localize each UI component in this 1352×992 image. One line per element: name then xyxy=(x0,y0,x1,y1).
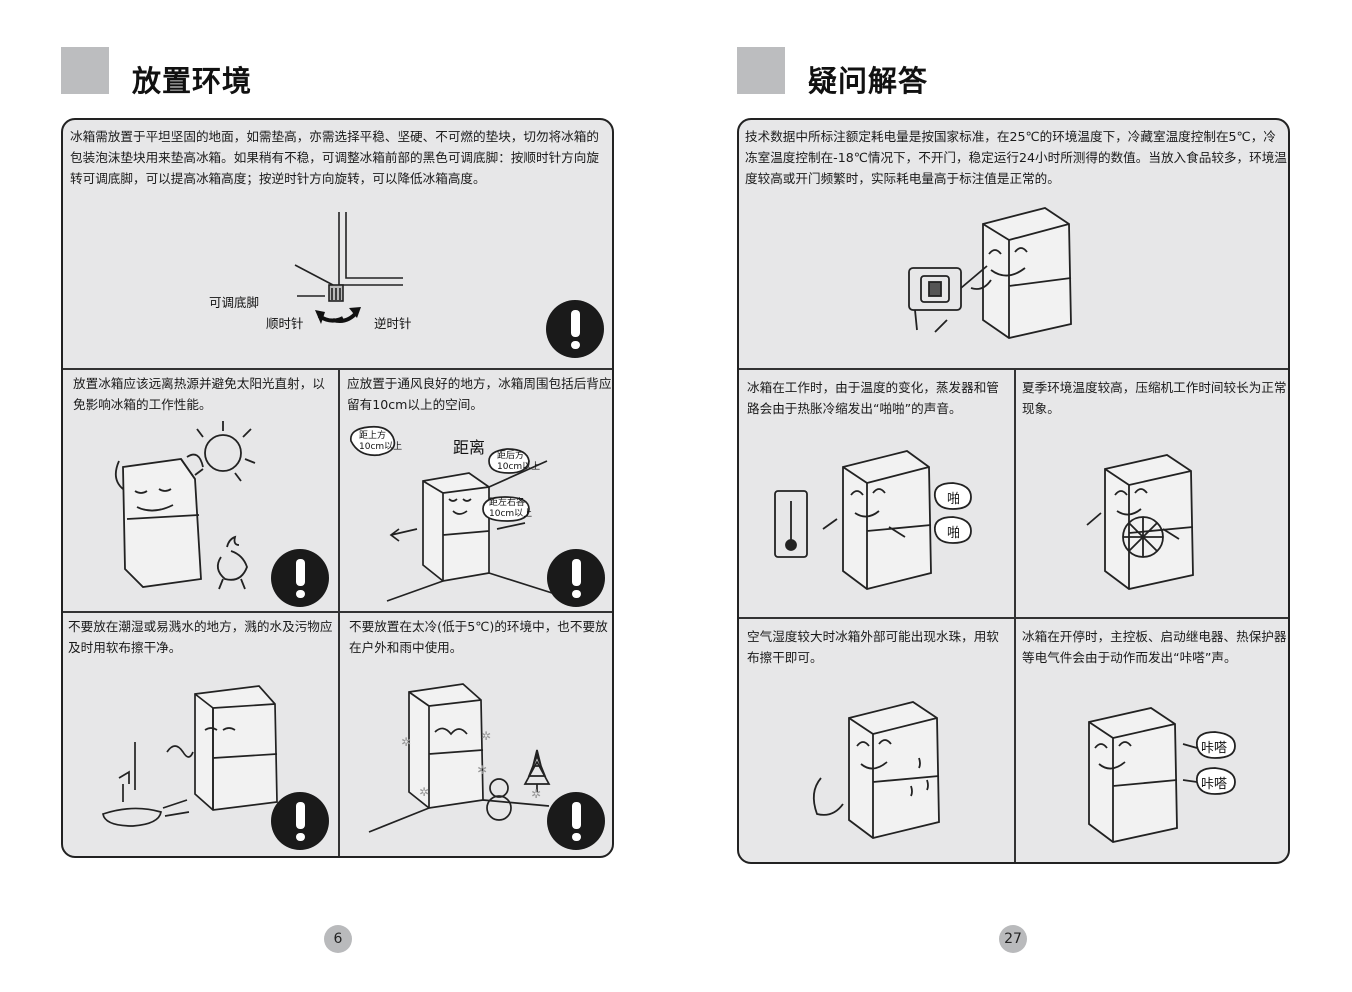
section-text: 技术数据中所标注额定耗电量是按国家标准，在25℃的环境温度下，冷藏室温度控制在5… xyxy=(745,129,1287,186)
divider xyxy=(739,368,1288,370)
section-text: 应放置于通风良好的地方，冰箱周围包括后背应留有10cm以上的空间。 xyxy=(347,376,612,412)
section-base: 冰箱需放置于平坦坚固的地面，如需垫高，亦需选择平稳、坚硬、不可燃的垫块，切勿将冰… xyxy=(63,120,612,368)
moisture-illustration xyxy=(102,685,278,827)
top-distance-label: 距上方 xyxy=(359,431,387,441)
page-number: 6 xyxy=(324,925,352,953)
section-summer: 夏季环境温度较高，压缩机工作时间较长为正常现象。 xyxy=(1015,369,1288,617)
divider xyxy=(739,617,1288,619)
divider xyxy=(63,368,612,370)
left-panel: 冰箱需放置于平坦坚固的地面，如需垫高，亦需选择平稳、坚硬、不可燃的垫块，切勿将冰… xyxy=(61,118,614,858)
title-marker xyxy=(61,47,109,94)
adjustable-foot-illustration xyxy=(294,212,403,324)
divider xyxy=(1014,368,1016,862)
section-text: 冰箱在开停时，主控板、启动继电器、热保护器等电气件会由于动作而发出“咔嗒”声。 xyxy=(1022,629,1287,665)
crackle-illustration xyxy=(774,450,972,590)
section-click: 冰箱在开停时，主控板、启动继电器、热保护器等电气件会由于动作而发出“咔嗒”声。 … xyxy=(1015,618,1288,862)
side-distance-label: 距左右各 xyxy=(489,498,526,508)
sound-label: 啪 xyxy=(947,492,961,507)
warning-icon xyxy=(271,549,329,607)
power-illustration xyxy=(908,207,1072,339)
left-page: 放置环境 冰箱需放置于平坦坚固的地面，如需垫高，亦需选择平稳、坚硬、不可燃的垫块… xyxy=(61,47,614,953)
summer-illustration xyxy=(1086,454,1194,590)
section-cold: 不要放置在太冷(低于5℃)的环境中，也不要放在户外和雨中使用。 ✲ ✲ ✲ ✲ ✲ xyxy=(339,612,612,856)
sound-label: 咔嗒 xyxy=(1201,777,1228,792)
section-text: 不要放在潮湿或易溅水的地方，溅的水及污物应及时用软布擦干净。 xyxy=(68,619,333,655)
counterclockwise-label: 逆时针 xyxy=(374,316,412,331)
section-humidity: 空气湿度较大时冰箱外部可能出现水珠，用软布擦干即可。 xyxy=(739,618,1014,862)
cold-environment-illustration: ✲ ✲ ✲ ✲ ✲ xyxy=(368,683,551,833)
top-distance-value: 10cm以上 xyxy=(359,442,403,452)
svg-text:✲: ✲ xyxy=(531,787,541,801)
svg-text:✲: ✲ xyxy=(481,729,491,743)
svg-text:✲: ✲ xyxy=(401,735,411,749)
foot-label: 可调底脚 xyxy=(209,295,260,310)
clockwise-label: 顺时针 xyxy=(266,316,304,331)
section-text: 冰箱在工作时，由于温度的变化，蒸发器和管路会由于热胀冷缩发出“啪啪”的声音。 xyxy=(747,380,999,416)
back-distance-value: 10cm以上 xyxy=(497,462,541,472)
title-marker xyxy=(737,47,785,94)
ventilation-illustration xyxy=(349,425,572,602)
right-panel: 技术数据中所标注额定耗电量是按国家标准，在25℃的环境温度下，冷藏室温度控制在5… xyxy=(737,118,1290,864)
warning-icon xyxy=(547,549,605,607)
section-text: 空气湿度较大时冰箱外部可能出现水珠，用软布擦干即可。 xyxy=(747,629,999,665)
warning-icon xyxy=(271,792,329,850)
warning-icon xyxy=(547,792,605,850)
page-title: 疑问解答 xyxy=(808,64,929,98)
divider xyxy=(63,611,612,613)
section-text: 放置冰箱应该远离热源并避免太阳光直射，以免影响冰箱的工作性能。 xyxy=(73,376,325,412)
side-distance-value: 10cm以上 xyxy=(489,509,533,519)
page-title: 放置环境 xyxy=(132,64,253,98)
divider xyxy=(338,368,340,856)
sound-label: 咔嗒 xyxy=(1201,741,1228,756)
heat-source-illustration xyxy=(114,421,256,590)
section-crackle: 冰箱在工作时，由于温度的变化，蒸发器和管路会由于热胀冷缩发出“啪啪”的声音。 啪… xyxy=(739,369,1014,617)
svg-text:✲: ✲ xyxy=(477,763,487,777)
section-moisture: 不要放在潮湿或易溅水的地方，溅的水及污物应及时用软布擦干净。 xyxy=(63,612,338,856)
svg-text:✲: ✲ xyxy=(419,785,429,799)
sound-label: 啪 xyxy=(947,526,961,541)
section-text: 冰箱需放置于平坦坚固的地面，如需垫高，亦需选择平稳、坚硬、不可燃的垫块，切勿将冰… xyxy=(70,129,599,186)
section-heat: 放置冰箱应该远离热源并避免太阳光直射，以免影响冰箱的工作性能。 xyxy=(63,369,338,611)
distance-title: 距离 xyxy=(453,438,486,457)
section-ventilation: 应放置于通风良好的地方，冰箱周围包括后背应留有10cm以上的空间。 距离 距上方… xyxy=(339,369,612,611)
section-text: 不要放置在太冷(低于5℃)的环境中，也不要放在户外和雨中使用。 xyxy=(349,619,608,655)
page-number: 27 xyxy=(999,925,1027,953)
section-text: 夏季环境温度较高，压缩机工作时间较长为正常现象。 xyxy=(1022,380,1287,416)
click-illustration xyxy=(1088,707,1236,843)
right-page: 疑问解答 技术数据中所标注额定耗电量是按国家标准，在25℃的环境温度下，冷藏室温… xyxy=(676,0,1352,992)
humidity-illustration xyxy=(812,701,940,839)
back-distance-label: 距后方 xyxy=(497,451,525,461)
warning-icon xyxy=(546,300,604,358)
section-power: 技术数据中所标注额定耗电量是按国家标准，在25℃的环境温度下，冷藏室温度控制在5… xyxy=(739,120,1288,368)
